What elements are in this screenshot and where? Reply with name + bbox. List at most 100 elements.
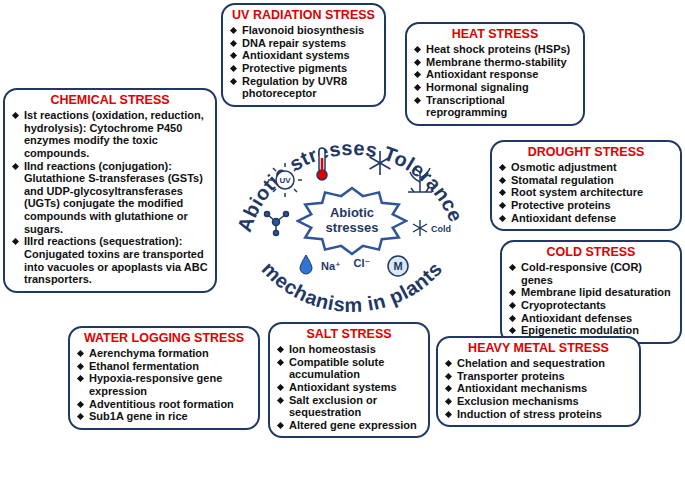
- bullet-text: Exclusion mechanisms: [457, 395, 579, 407]
- box-heading: UV RADIATION STRESS: [230, 8, 377, 23]
- snowflake-icon: [370, 151, 391, 175]
- bullet-item: Transporter proteins: [445, 370, 632, 383]
- icon-label: M: [393, 260, 402, 272]
- bullet-text: Membrane thermo-stability: [426, 56, 567, 68]
- bullet-text: Heat shock proteins (HSPs): [426, 43, 570, 55]
- bullet-diamond: [77, 350, 84, 357]
- bullet-diamond: [77, 363, 84, 370]
- bullet-text: Protective proteins: [511, 199, 611, 211]
- bullet-diamond: [499, 177, 506, 184]
- thermometer-icon: [317, 148, 327, 180]
- bullet-text: Hormonal signaling: [426, 81, 529, 93]
- bullet-text: Aerenchyma formation: [89, 347, 209, 359]
- stress-box: UV RADIATION STRESSFlavonoid biosynthesi…: [221, 3, 386, 107]
- bullet-item: Heat shock proteins (HSPs): [414, 43, 576, 56]
- bullet-item: Protective pigments: [230, 62, 377, 75]
- molecule-icon: [265, 212, 289, 236]
- bullet-text: DNA repair systems: [242, 37, 346, 49]
- bullet-text: Cryoprotectants: [521, 299, 606, 311]
- stress-box: HEAVY METAL STRESSChelation and sequestr…: [436, 336, 641, 427]
- bullet-diamond: [230, 65, 237, 72]
- bullet-item: DNA repair systems: [230, 37, 377, 50]
- bullet-item: Compatible solute accumulation: [277, 356, 421, 381]
- stress-box: WATER LOGGING STRESSAerenchyma formation…: [68, 326, 260, 430]
- bullet-diamond: [277, 359, 284, 366]
- bullet-text: Flavonoid biosynthesis: [242, 24, 364, 36]
- bullet-diamond: [277, 422, 284, 429]
- bullet-diamond: [12, 238, 19, 245]
- bullet-item: Stomatal regulation: [499, 174, 673, 187]
- bullet-item: Hormonal signaling: [414, 81, 576, 94]
- bullet-diamond: [499, 189, 506, 196]
- box-heading: CHEMICAL STRESS: [12, 93, 208, 108]
- bullet-item: Induction of stress proteins: [445, 408, 632, 421]
- bullet-diamond: [445, 398, 452, 405]
- stress-box: HEAT STRESSHeat shock proteins (HSPs)Mem…: [405, 22, 585, 126]
- bullet-item: Antioxidant systems: [277, 381, 421, 394]
- bullet-item: Osmotic adjustment: [499, 161, 673, 174]
- bullet-text: Compatible solute accumulation: [289, 356, 384, 381]
- metal-icon: [388, 256, 408, 276]
- stress-box: SALT STRESSIon homeostasisCompatible sol…: [268, 322, 430, 438]
- bullet-item: Antioxidant response: [414, 68, 576, 81]
- bullet-diamond: [77, 413, 84, 420]
- stress-box: CHEMICAL STRESSIst reactions (oxidation,…: [3, 88, 217, 293]
- bullet-diamond: [509, 264, 516, 271]
- bullet-item: Ethanol fermentation: [77, 360, 251, 373]
- bullet-item: Exclusion mechanisms: [445, 395, 632, 408]
- bullet-text: Hypoxia-responsive gene expression: [89, 372, 222, 397]
- ring-subtitle: mechanism in plants: [258, 257, 447, 316]
- bullet-item: Ion homeostasis: [277, 343, 421, 356]
- starburst-outline: [298, 188, 406, 254]
- bullet-item: Membrane thermo-stability: [414, 56, 576, 69]
- bullet-item: Sub1A gene in rice: [77, 410, 251, 423]
- bullet-text: Sub1A gene in rice: [89, 410, 188, 422]
- bullet-item: Membrane lipid desaturation: [509, 286, 673, 299]
- center-title: Abiotic stresses: [319, 206, 385, 236]
- icon-label: Cold: [431, 224, 451, 234]
- stress-box: COLD STRESSCold-responsive (COR) genesMe…: [500, 240, 682, 344]
- icon-label: UV: [279, 176, 290, 185]
- bullet-diamond: [414, 84, 421, 91]
- bullet-diamond: [509, 289, 516, 296]
- bullet-item: Protective proteins: [499, 199, 673, 212]
- bullet-item: Aerenchyma formation: [77, 347, 251, 360]
- bullet-diamond: [230, 27, 237, 34]
- bullet-item: Epigenetic modulation: [509, 324, 673, 337]
- box-heading: SALT STRESS: [277, 327, 421, 342]
- bullet-diamond: [277, 397, 284, 404]
- stress-box: DROUGHT STRESSOsmotic adjustmentStomatal…: [490, 140, 682, 231]
- box-heading: HEAVY METAL STRESS: [445, 341, 632, 356]
- bullet-text: Membrane lipid desaturation: [521, 286, 671, 298]
- bullet-text: Transcriptional reprogramming: [426, 94, 507, 119]
- bullet-text: Antioxidant defense: [511, 212, 616, 224]
- starburst: Abiotic stresses: [296, 186, 408, 256]
- bullet-item: Antioxidant mechanisms: [445, 382, 632, 395]
- sun-icon: [268, 163, 302, 197]
- ring-subtitle: mechanism in plants: [258, 257, 447, 316]
- box-heading: COLD STRESS: [509, 245, 673, 260]
- bullet-text: Ethanol fermentation: [89, 360, 199, 372]
- box-heading: DROUGHT STRESS: [499, 145, 673, 160]
- bullet-text: Ist reactions (oxidation, reduction, hyd…: [24, 109, 204, 159]
- bullet-item: Chelation and sequestration: [445, 357, 632, 370]
- bullet-item: Antioxidant systems: [230, 49, 377, 62]
- water-drop-icon: [300, 255, 312, 274]
- bullet-diamond: [12, 112, 19, 119]
- bullet-diamond: [509, 327, 516, 334]
- bullet-item: Transcriptional reprogramming: [414, 94, 576, 119]
- bullet-diamond: [445, 360, 452, 367]
- bullet-item: Hypoxia-responsive gene expression: [77, 372, 251, 397]
- bullet-text: Altered gene expression: [289, 419, 417, 431]
- bullet-diamond: [230, 78, 237, 85]
- bullet-item: Cold-responsive (COR) genes: [509, 261, 673, 286]
- bullet-text: Adventitious root formation: [89, 398, 234, 410]
- bullet-diamond: [445, 385, 452, 392]
- bullet-diamond: [509, 302, 516, 309]
- box-heading: WATER LOGGING STRESS: [77, 331, 251, 346]
- bullet-text: Induction of stress proteins: [457, 408, 602, 420]
- bullet-text: Salt exclusion or sequestration: [289, 394, 377, 419]
- icon-label: Na⁺: [321, 260, 341, 273]
- bullet-diamond: [499, 202, 506, 209]
